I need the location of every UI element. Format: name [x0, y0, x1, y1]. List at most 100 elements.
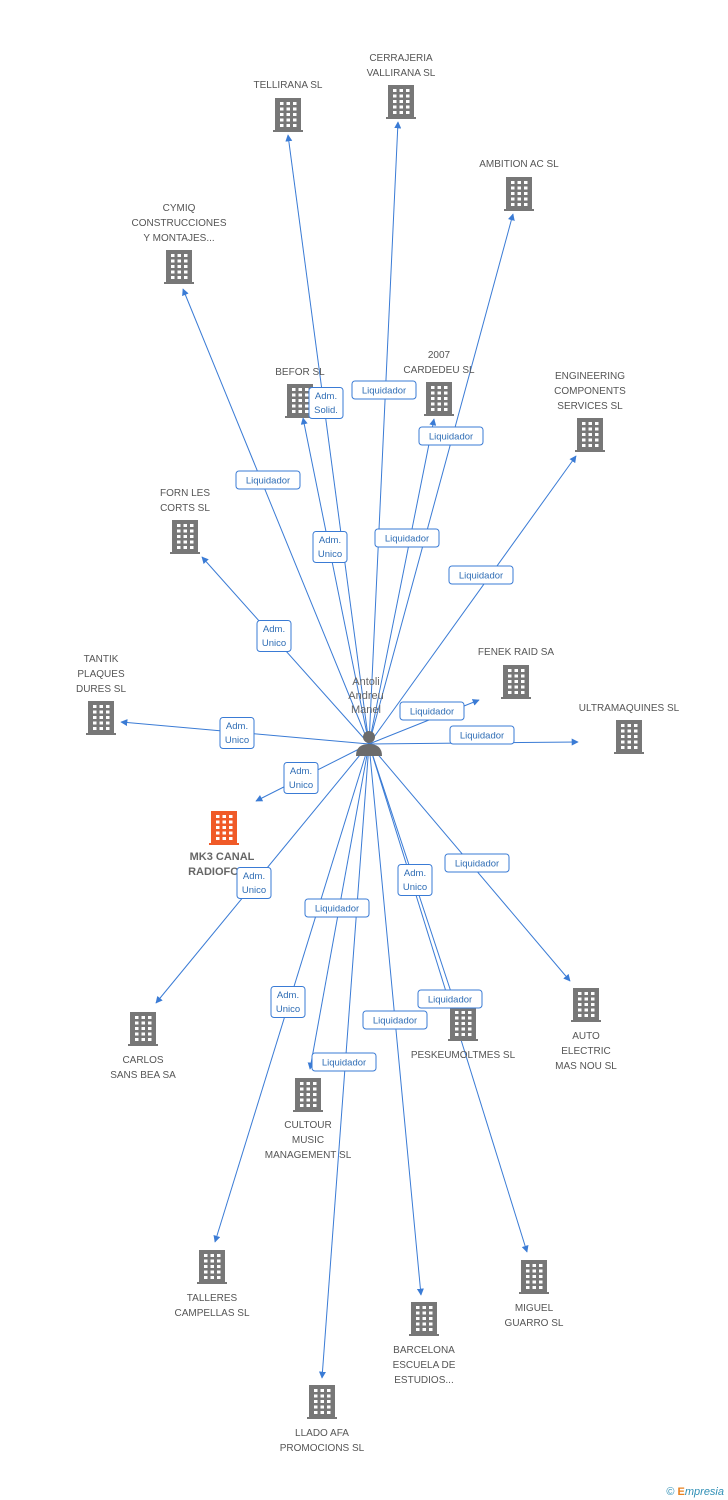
building-icon[interactable] — [386, 85, 416, 119]
building-window — [300, 1093, 304, 1096]
role-label-auto[interactable]: Liquidador — [444, 853, 510, 873]
building-window — [286, 107, 290, 111]
role-box — [283, 762, 319, 794]
company-node-tellirana[interactable]: TELLIRANA SL — [254, 80, 323, 132]
role-text: Adm.Solid. — [314, 391, 338, 416]
building-window — [517, 181, 521, 184]
role-label-miguel[interactable]: Adm.Unico — [397, 864, 433, 896]
building-window — [99, 710, 103, 714]
building-icon[interactable] — [164, 250, 194, 284]
role-label-cerrajeria[interactable]: Liquidador — [351, 380, 417, 400]
role-box — [312, 531, 348, 563]
building-window — [455, 1033, 459, 1036]
role-label-ultramaquines[interactable]: Liquidador — [449, 725, 515, 745]
building-window — [595, 438, 599, 442]
role-label-fenek[interactable]: Liquidador — [399, 701, 465, 721]
role-label-barcelona[interactable]: Liquidador — [362, 1010, 428, 1030]
building-window — [148, 1038, 152, 1041]
building-window — [190, 546, 194, 549]
edge-cerrajeria — [368, 121, 402, 745]
company-label-fenek: FENEK RAID SA — [478, 647, 554, 658]
building-window — [422, 1322, 426, 1326]
building-icon[interactable] — [128, 1012, 158, 1046]
building-base — [293, 1110, 323, 1112]
building-window — [293, 118, 297, 122]
role-label-llado[interactable]: Liquidador — [311, 1052, 377, 1072]
building-window — [229, 837, 233, 840]
building-window — [621, 740, 625, 744]
building-icon[interactable] — [170, 520, 200, 554]
building-base — [273, 130, 303, 132]
building-icon[interactable] — [197, 1250, 227, 1284]
building-window — [177, 540, 181, 544]
building-window — [217, 1276, 221, 1279]
building-window — [634, 740, 638, 744]
role-label-focus[interactable]: Adm.Unico — [283, 762, 319, 794]
role-label-cardedeu[interactable]: Liquidador — [418, 426, 484, 446]
role-label-ambition[interactable]: Liquidador — [374, 528, 440, 548]
role-label-carlos[interactable]: Adm.Unico — [236, 867, 272, 899]
role-box — [304, 898, 370, 918]
company-node-ultramaquines[interactable]: ULTRAMAQUINES SL — [579, 703, 680, 754]
building-icon[interactable] — [519, 1260, 549, 1294]
role-label-tantik[interactable]: Adm.Unico — [219, 717, 255, 749]
building-icon[interactable] — [571, 988, 601, 1022]
building-icon[interactable] — [424, 382, 454, 416]
building-window — [216, 815, 220, 818]
building-window — [444, 386, 448, 389]
role-text: Liquidador — [315, 904, 359, 915]
building-window — [514, 691, 518, 694]
role-label-cultour[interactable]: Liquidador — [304, 898, 370, 918]
building-icon[interactable] — [273, 98, 303, 132]
role-label-tellirana[interactable]: Adm.Unico — [312, 531, 348, 563]
building-icon[interactable] — [504, 177, 534, 211]
role-label-talleres[interactable]: Adm.Unico — [270, 986, 306, 1018]
role-text: Liquidador — [373, 1016, 417, 1027]
building-icon[interactable] — [86, 701, 116, 735]
building-window — [210, 1259, 214, 1263]
building-icon[interactable] — [409, 1302, 439, 1336]
building-window — [627, 746, 631, 749]
role-label-cymiq[interactable]: Liquidador — [235, 470, 301, 490]
company-node-fenek[interactable]: FENEK RAID SA — [478, 647, 554, 699]
building-window — [621, 746, 625, 749]
building-window — [141, 1038, 145, 1041]
building-window — [514, 669, 518, 672]
building-window — [444, 402, 448, 406]
company-node-peskeu[interactable]: PESKEUMOLTMES SL — [411, 1007, 516, 1061]
building-icon[interactable] — [307, 1385, 337, 1419]
building-window — [422, 1306, 426, 1309]
role-label-forn[interactable]: Adm.Unico — [256, 620, 292, 652]
role-label-befor[interactable]: Adm.Solid. — [308, 387, 344, 419]
building-icon[interactable] — [448, 1007, 478, 1041]
building-icon[interactable] — [209, 811, 239, 845]
building-window — [135, 1021, 139, 1025]
building-window — [286, 118, 290, 122]
building-icon[interactable] — [614, 720, 644, 754]
company-node-ambition[interactable]: AMBITION AC SL — [479, 159, 559, 211]
role-label-engineering[interactable]: Liquidador — [448, 565, 514, 585]
building-window — [280, 124, 284, 127]
building-window — [444, 397, 448, 400]
building-window — [190, 535, 194, 538]
building-window — [286, 102, 290, 105]
building-icon[interactable] — [501, 665, 531, 699]
building-window — [135, 1027, 139, 1030]
building-icon[interactable] — [293, 1078, 323, 1112]
building-icon[interactable] — [575, 418, 605, 452]
role-label-peskeu[interactable]: Liquidador — [417, 989, 483, 1009]
